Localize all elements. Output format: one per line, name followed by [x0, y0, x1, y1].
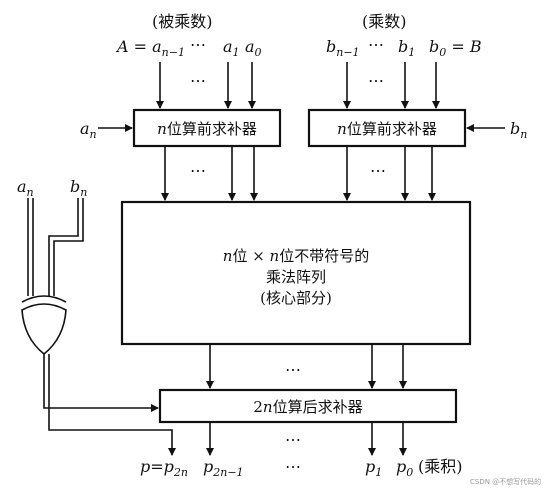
input-a0: a0 — [245, 37, 262, 59]
ellipsis-out: ⋯ — [285, 430, 301, 449]
post-n: n — [263, 398, 273, 416]
out-p-text: p — [140, 457, 150, 476]
input-a-lead-sub: n−1 — [162, 46, 185, 59]
out-p1-sub: 1 — [375, 466, 382, 479]
post-prefix: 2 — [253, 398, 263, 416]
input-b1-text: b — [398, 37, 408, 56]
output-p2n-1: p2n−1 — [203, 457, 244, 479]
input-b-lead-text: b — [326, 37, 336, 56]
ellipsis-b-in: ⋯ — [368, 71, 384, 90]
xor-input-an: an — [17, 177, 34, 199]
xor-an-text: a — [17, 177, 27, 196]
core-line-2: 乘法阵列 — [266, 268, 326, 286]
side-bn-sub: n — [520, 128, 527, 141]
input-a-dots: ⋯ — [190, 35, 206, 54]
out-p-sub: 2n — [173, 466, 188, 479]
ellipsis-core-out: ⋯ — [285, 360, 301, 379]
pre-left-n: n — [157, 120, 167, 138]
multiplicand-caption: (被乘数) — [152, 12, 213, 31]
xor-to-post — [43, 354, 159, 412]
core-l1-d: 位不带符号的 — [279, 247, 369, 265]
pre-right-text: 位算前求补器 — [347, 120, 437, 138]
input-b-dots: ⋯ — [368, 35, 384, 54]
input-a0-sub: 0 — [255, 46, 262, 59]
input-b0: b0 = B — [429, 37, 482, 59]
pre-complementer-left — [132, 108, 282, 148]
side-input-an: an — [80, 119, 97, 141]
out-p2-sub: 2n−1 — [212, 466, 243, 479]
post-complementer-label: 2n位算后求补器 — [253, 398, 362, 416]
input-a0-text: a — [245, 37, 255, 56]
multiplier-caption: (乘数) — [362, 12, 407, 31]
side-an-text: a — [80, 119, 90, 138]
input-b0-sub: 0 — [439, 46, 446, 59]
side-input-bn: bn — [510, 119, 527, 141]
input-a1: a1 — [223, 37, 240, 59]
side-bn-text: b — [510, 119, 520, 138]
input-a-lead-text: A = a — [115, 37, 162, 56]
input-a1-text: a — [223, 37, 233, 56]
input-b0-tail: = B — [446, 37, 482, 56]
output-p: p=p2n — [140, 457, 188, 479]
xor-wire-bn-b — [53, 198, 84, 296]
out-p1-text: p — [365, 457, 375, 476]
ellipsis-pre-right: ⋯ — [370, 161, 386, 180]
xor-bn-sub: n — [80, 186, 87, 199]
pre-complementer-left-label: n位算前求补器 — [157, 120, 257, 138]
xor-an-sub: n — [27, 186, 34, 199]
side-an-sub: n — [90, 128, 97, 141]
core-line-1: n位 × n位不带符号的 — [223, 247, 369, 265]
core-l1-b: 位 × — [232, 247, 269, 265]
out-p2-text: p — [203, 457, 213, 476]
input-b0-text: b — [429, 37, 439, 56]
ellipsis-a-in: ⋯ — [190, 71, 206, 90]
post-text: 位算后求补器 — [273, 398, 363, 416]
out-p-eq: =p — [150, 457, 174, 476]
xor-gate — [21, 295, 67, 356]
core-line-3: (核心部分) — [260, 289, 332, 307]
core-l1-c: n — [270, 247, 280, 265]
input-b1-sub: 1 — [408, 46, 415, 59]
post-complementer — [158, 388, 458, 424]
product-caption: (乘积) — [418, 457, 463, 476]
input-b-lead-sub: n−1 — [336, 46, 359, 59]
input-b-lead: bn−1 — [326, 37, 360, 59]
out-p0-text: p — [396, 457, 406, 476]
output-p1: p1 — [365, 457, 382, 479]
pre-right-n: n — [337, 120, 347, 138]
core-multiplier-array — [120, 200, 472, 346]
xor-input-bn: bn — [70, 177, 87, 199]
input-b1: b1 — [398, 37, 415, 59]
out-p0-sub: 0 — [406, 466, 413, 479]
input-a-lead: A = an−1 — [115, 37, 185, 59]
input-a1-sub: 1 — [233, 46, 240, 59]
xor-to-p — [48, 354, 176, 456]
xor-wire-bn-a — [48, 198, 79, 296]
xor-bn-text: b — [70, 177, 80, 196]
ellipsis-pre-left: ⋯ — [190, 161, 206, 180]
output-p0: p0 — [396, 457, 413, 479]
output-dots: ⋯ — [285, 457, 301, 476]
pre-complementer-right-label: n位算前求补器 — [337, 120, 437, 138]
pre-complementer-right — [307, 108, 467, 148]
core-l1-a: n — [223, 247, 233, 265]
watermark: CSDN @不想写代码的 — [470, 477, 541, 486]
pre-left-text: 位算前求补器 — [167, 120, 257, 138]
